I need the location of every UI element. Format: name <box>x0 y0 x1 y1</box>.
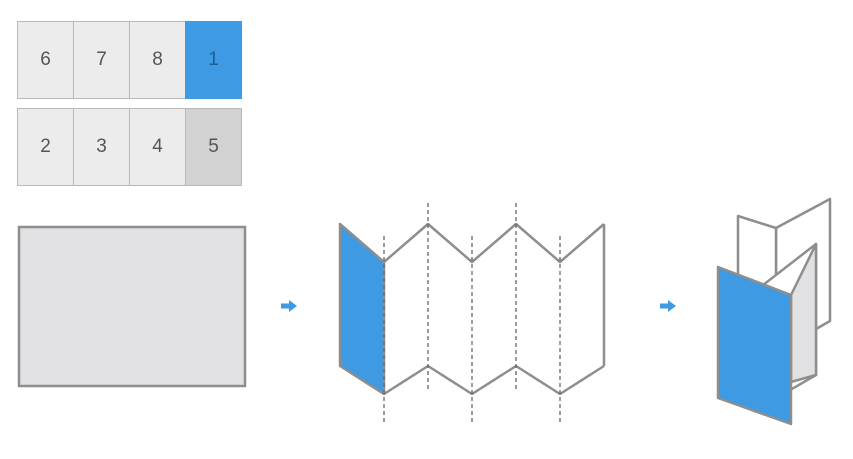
folded-brochure <box>716 197 832 426</box>
panel-4: 4 <box>129 108 186 186</box>
panel-grid-bottom-row: 2 3 4 5 <box>17 108 242 186</box>
fold-lines <box>383 203 561 425</box>
brochure-cover-panel <box>716 265 793 426</box>
panel-7: 7 <box>73 21 130 99</box>
panel-5-back: 5 <box>185 108 242 186</box>
panel-3: 3 <box>73 108 130 186</box>
panel-2: 2 <box>17 108 74 186</box>
arrow-right-icon <box>660 300 676 312</box>
arrow-right-icon <box>281 300 297 312</box>
accordion-cover-panel <box>338 222 386 396</box>
panel-1-cover: 1 <box>185 21 242 99</box>
panel-grid-top-row: 6 7 8 1 <box>17 21 242 99</box>
panel-6: 6 <box>17 21 74 99</box>
accordion-bottom-edge <box>383 364 605 396</box>
accordion-fold <box>338 203 606 425</box>
accordion-top-edge <box>383 222 605 264</box>
flat-sheet <box>17 225 247 388</box>
